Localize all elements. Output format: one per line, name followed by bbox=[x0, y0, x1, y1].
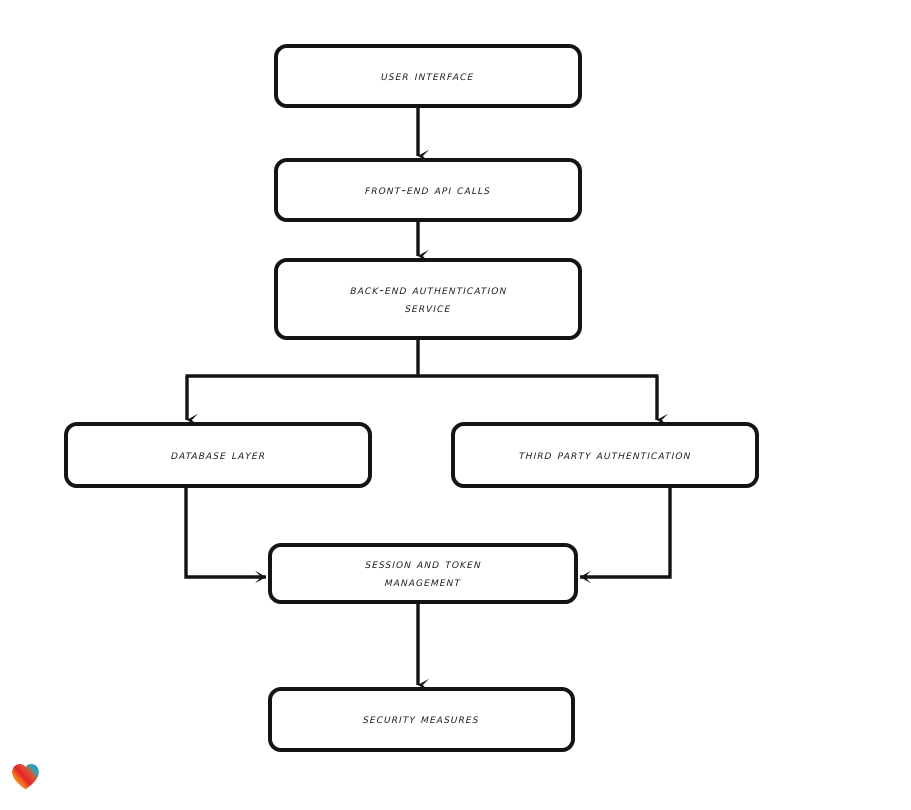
node-label: Security Measures bbox=[363, 711, 480, 727]
node-user-interface[interactable]: User Interface bbox=[274, 44, 582, 108]
node-label: Database Layer bbox=[170, 446, 266, 462]
node-third-party-authentication[interactable]: Third Party Authentication bbox=[451, 422, 759, 488]
heart-icon bbox=[12, 764, 39, 790]
node-label: Back-End Authentication Service bbox=[349, 281, 508, 315]
node-label: Third Party Authentication bbox=[518, 446, 692, 462]
node-back-end-authentication-service[interactable]: Back-End Authentication Service bbox=[274, 258, 582, 340]
node-front-end-api-calls[interactable]: Front-End API Calls bbox=[274, 158, 582, 222]
node-label: User Interface bbox=[381, 67, 475, 83]
edge-thirdparty-to-session bbox=[579, 488, 672, 584]
node-database-layer[interactable]: Database Layer bbox=[64, 422, 372, 488]
node-label: Front-End API Calls bbox=[364, 181, 492, 197]
node-label: Session and Token Management bbox=[364, 556, 482, 590]
edge-database-to-session bbox=[184, 488, 267, 584]
node-security-measures[interactable]: Security Measures bbox=[268, 687, 575, 752]
edge-backend-split-bus bbox=[185, 340, 659, 378]
node-session-and-token-management[interactable]: Session and Token Management bbox=[268, 543, 578, 604]
